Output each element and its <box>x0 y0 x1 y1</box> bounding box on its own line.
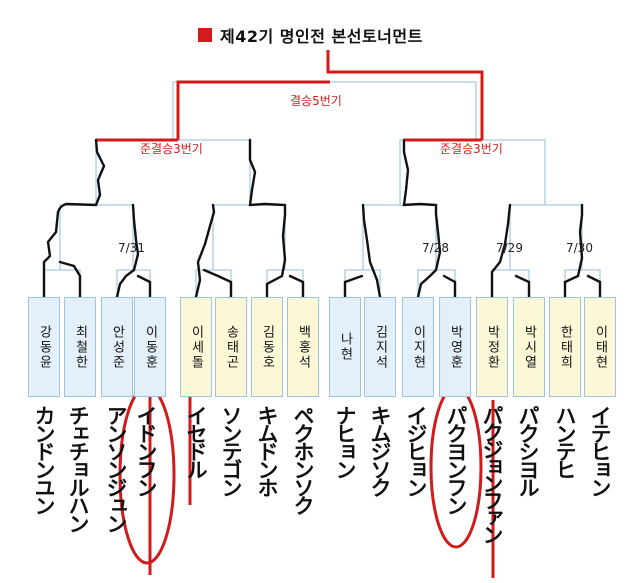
player-box: 이지현 <box>402 297 434 397</box>
player-box: 박시열 <box>513 297 545 397</box>
player-box: 이태현 <box>584 297 616 397</box>
player-box: 안성준 <box>101 297 133 397</box>
player-name: 이세돌 <box>188 324 204 370</box>
player-box: 백홍석 <box>287 297 319 397</box>
player-name: 김동호 <box>259 324 275 370</box>
player-name: 김지석 <box>372 324 388 370</box>
player-name: 백홍석 <box>295 324 311 370</box>
handwritten-reading: キムドンホ <box>255 405 279 497</box>
handwritten-reading: イテヒョン <box>588 405 612 497</box>
handwritten-reading: ハンテヒ <box>553 405 577 479</box>
handwritten-reading: イドンフン <box>134 405 158 497</box>
player-box: 박정환 <box>476 297 508 397</box>
player-box: 이세돌 <box>180 297 212 397</box>
player-name: 박정환 <box>484 324 500 370</box>
date-label: 7/31 <box>118 241 145 255</box>
date-label: 7/29 <box>496 241 523 255</box>
handwritten-reading: アンソンジュン <box>104 405 128 533</box>
final-round-label: 결승5번기 <box>290 94 342 108</box>
player-name: 안성준 <box>109 324 125 370</box>
player-box: 김지석 <box>364 297 396 397</box>
player-box: 나현 <box>329 297 361 397</box>
player-box: 강동윤 <box>28 297 60 397</box>
handwritten-reading: イセドル <box>184 405 208 479</box>
semifinal-right-label: 준결승3번기 <box>440 142 503 156</box>
handwritten-reading: カンドンユン <box>32 405 56 515</box>
page-title: 제42기 명인전 본선토너먼트 <box>198 22 423 48</box>
player-name: 이태현 <box>592 324 608 370</box>
player-box: 김동호 <box>251 297 283 397</box>
date-label: 7/28 <box>422 241 449 255</box>
handwritten-reading: パクシヨル <box>516 405 540 497</box>
handwritten-reading: ソンテゴン <box>219 405 243 497</box>
player-name: 박시열 <box>521 324 537 370</box>
player-box: 이동훈 <box>134 297 166 397</box>
player-name: 박영훈 <box>447 324 463 370</box>
player-name: 강동윤 <box>36 324 52 370</box>
handwritten-reading: パクヨンフン <box>444 405 468 515</box>
player-box: 송태곤 <box>215 297 247 397</box>
player-box: 최철한 <box>64 297 96 397</box>
handwritten-reading: ペクホンソク <box>291 405 315 515</box>
handwritten-reading: パクジョンファン <box>480 405 504 544</box>
handwritten-reading: チェチョルハン <box>66 405 90 533</box>
player-name: 나현 <box>337 332 353 362</box>
handwritten-reading: キムジソク <box>368 405 392 497</box>
player-name: 이지현 <box>410 324 426 370</box>
player-name: 송태곤 <box>223 324 239 370</box>
handwritten-reading: イジヒョン <box>404 405 428 497</box>
player-box: 박영훈 <box>439 297 471 397</box>
title-marker <box>198 28 212 42</box>
title-text: 제42기 명인전 본선토너먼트 <box>220 27 423 46</box>
date-label: 7/30 <box>566 241 593 255</box>
player-name: 이동훈 <box>142 324 158 370</box>
semifinal-left-label: 준결승3번기 <box>140 142 203 156</box>
player-box: 한태희 <box>549 297 581 397</box>
player-name: 최철한 <box>72 324 88 370</box>
handwritten-reading: ナヒョン <box>333 405 357 479</box>
player-name: 한태희 <box>557 324 573 370</box>
